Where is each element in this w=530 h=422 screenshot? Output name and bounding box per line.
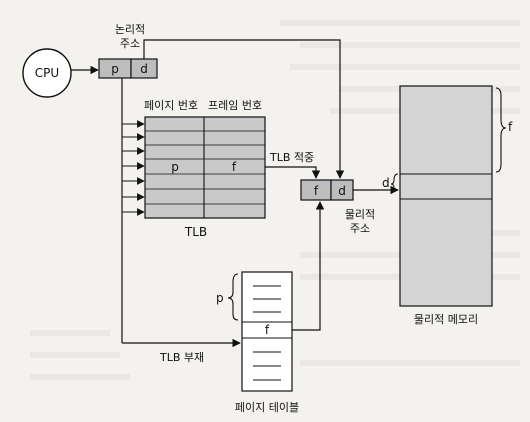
cpu-node: CPU	[22, 48, 72, 98]
logical-address-label-line2: 주소	[120, 37, 140, 50]
logical-d-cell: d	[140, 62, 148, 76]
memory-offset-brace	[390, 173, 399, 191]
physical-address-label-line2: 주소	[350, 222, 370, 235]
physical-address-label-line1: 물리적	[345, 208, 375, 221]
tlb-table: p f	[144, 116, 266, 219]
cpu-label: CPU	[35, 66, 59, 80]
memory-frame-label: f	[508, 120, 513, 134]
physical-address-box: f d	[300, 179, 354, 201]
tlb-hit-label: TLB 적중	[269, 151, 314, 164]
tlb-label: TLB	[184, 225, 207, 239]
tlb-f-cell: f	[232, 160, 237, 174]
page-table-brace	[227, 273, 239, 321]
logical-p-cell: p	[111, 62, 119, 76]
physical-memory	[399, 85, 493, 307]
page-table-brace-label: p	[216, 291, 224, 305]
memory-frame-brace	[495, 87, 507, 173]
page-table-label: 페이지 테이블	[235, 401, 299, 414]
page-number-header: 페이지 번호	[144, 99, 198, 112]
tlb-entry-arrows	[122, 120, 145, 216]
logical-address-box: p d	[98, 58, 158, 79]
physical-f-cell: f	[314, 184, 319, 198]
page-table-f-cell: f	[265, 323, 270, 337]
page-table-to-physical-arrow	[292, 201, 325, 331]
physical-d-cell: d	[338, 184, 346, 198]
tlb-hit-arrow	[265, 166, 321, 179]
physical-memory-label: 물리적 메모리	[414, 313, 478, 326]
memory-offset-label: d	[382, 176, 390, 190]
frame-number-header: 프레임 번호	[208, 99, 262, 112]
offset-d-arrow	[143, 39, 345, 179]
tlb-p-cell: p	[171, 160, 179, 174]
tlb-miss-label: TLB 부재	[159, 351, 204, 364]
logical-address-label-line1: 논리적	[115, 23, 145, 36]
page-table: f	[241, 271, 293, 392]
